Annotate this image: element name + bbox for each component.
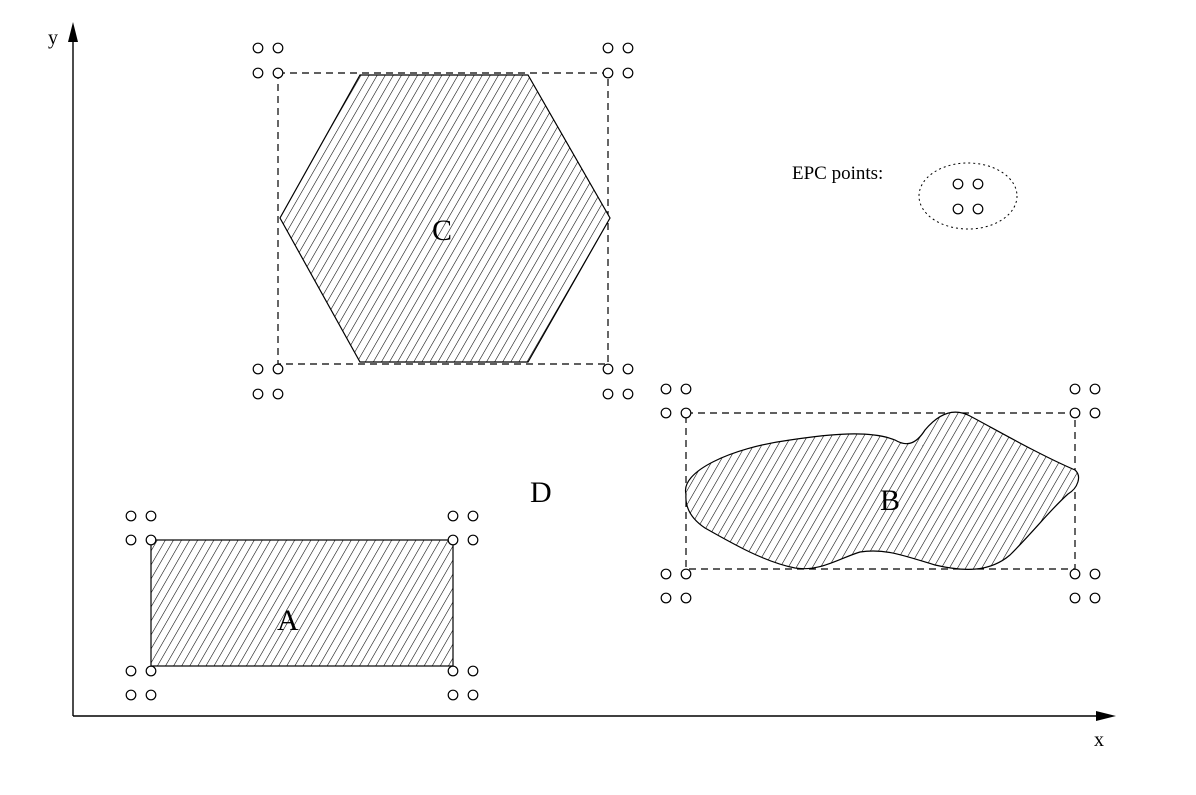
region-c-label: C xyxy=(432,214,452,247)
epc-point xyxy=(622,363,634,375)
region-a-epc-points xyxy=(125,510,479,701)
x-axis-label: x xyxy=(1094,729,1104,751)
epc-point xyxy=(125,665,137,677)
region-c-epc-points xyxy=(252,42,634,400)
epc-point xyxy=(660,568,672,580)
axes: y x xyxy=(48,22,1116,751)
epc-point xyxy=(467,510,479,522)
epc-point xyxy=(125,689,137,701)
epc-point xyxy=(660,407,672,419)
epc-point xyxy=(447,689,459,701)
epc-point xyxy=(680,592,692,604)
epc-point xyxy=(145,689,157,701)
y-axis-label: y xyxy=(48,27,58,49)
epc-point xyxy=(602,363,614,375)
epc-point xyxy=(1089,407,1101,419)
epc-point xyxy=(1089,383,1101,395)
region-b-blob xyxy=(685,411,1080,570)
epc-point xyxy=(467,534,479,546)
epc-point xyxy=(272,363,284,375)
epc-point xyxy=(447,510,459,522)
epc-point xyxy=(1069,592,1081,604)
epc-point xyxy=(467,665,479,677)
epc-point xyxy=(680,383,692,395)
epc-point xyxy=(1089,568,1101,580)
epc-point xyxy=(1069,383,1081,395)
epc-point xyxy=(125,534,137,546)
region-c-bounding-box xyxy=(277,72,609,365)
epc-point xyxy=(680,407,692,419)
epc-point xyxy=(622,67,634,79)
region-a-rectangle xyxy=(150,539,454,667)
legend-epc-point xyxy=(972,178,984,190)
region-a-label: A xyxy=(277,604,299,637)
legend-epc-point xyxy=(952,178,964,190)
region-b: B xyxy=(660,383,1101,604)
epc-point xyxy=(680,568,692,580)
region-b-epc-points xyxy=(660,383,1101,604)
legend: EPC points: xyxy=(792,162,1018,230)
epc-point xyxy=(447,665,459,677)
legend-epc-point xyxy=(952,203,964,215)
epc-point xyxy=(145,665,157,677)
epc-point xyxy=(252,67,264,79)
y-axis-arrow-icon xyxy=(68,22,78,42)
epc-point xyxy=(1069,407,1081,419)
region-a: A xyxy=(125,510,479,701)
region-d-label: D xyxy=(530,476,552,509)
epc-point xyxy=(447,534,459,546)
epc-point xyxy=(272,388,284,400)
region-c: C xyxy=(252,42,634,400)
epc-point xyxy=(145,534,157,546)
epc-point xyxy=(660,383,672,395)
epc-point xyxy=(272,42,284,54)
epc-point xyxy=(1089,592,1101,604)
legend-ellipse xyxy=(918,162,1018,230)
region-c-hexagon xyxy=(279,74,611,363)
x-axis-arrow-icon xyxy=(1096,711,1116,721)
epc-point xyxy=(1069,568,1081,580)
epc-point xyxy=(125,510,137,522)
epc-point xyxy=(602,388,614,400)
legend-label: EPC points: xyxy=(792,163,883,184)
epc-point xyxy=(252,363,264,375)
epc-point xyxy=(252,42,264,54)
epc-point xyxy=(622,388,634,400)
epc-point xyxy=(602,42,614,54)
epc-point xyxy=(467,689,479,701)
epc-point xyxy=(145,510,157,522)
epc-point xyxy=(602,67,614,79)
legend-epc-point xyxy=(972,203,984,215)
epc-point xyxy=(272,67,284,79)
epc-point xyxy=(622,42,634,54)
epc-point xyxy=(660,592,672,604)
epc-point xyxy=(252,388,264,400)
region-b-label: B xyxy=(880,484,900,517)
